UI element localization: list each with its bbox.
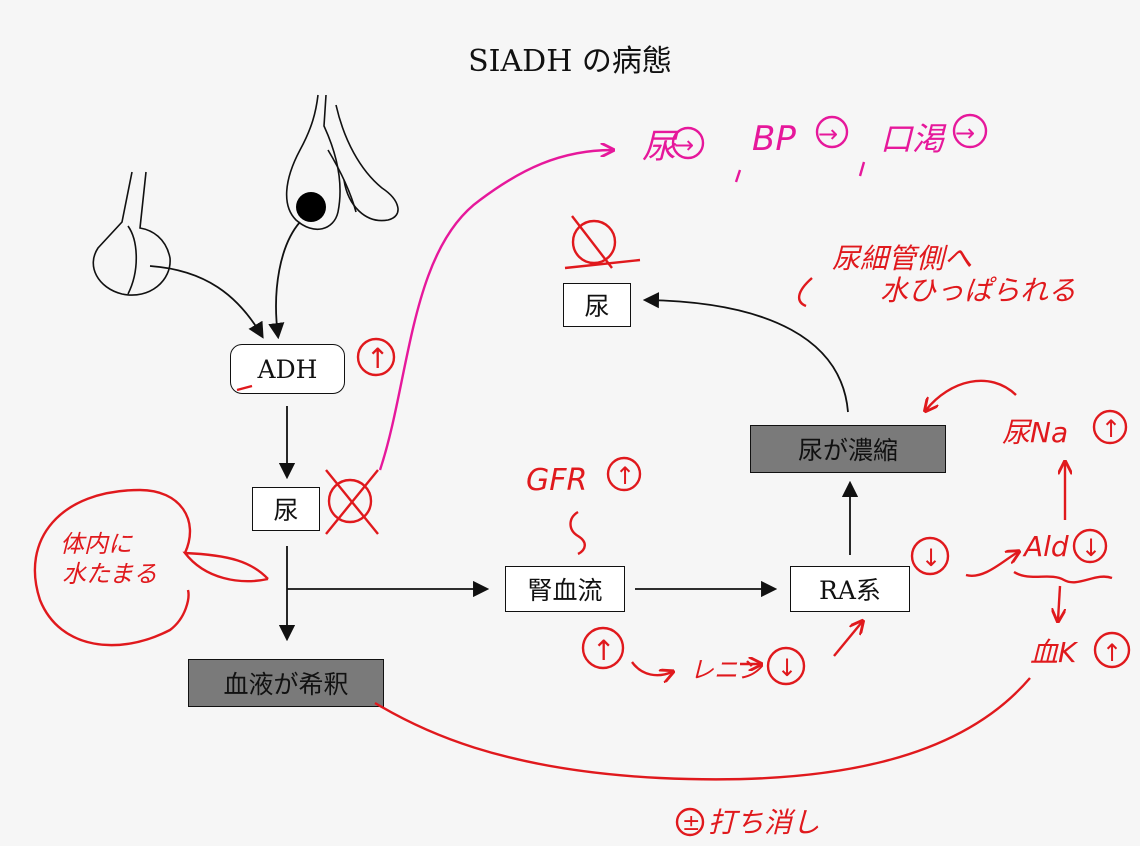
pituitary-illustration xyxy=(92,94,399,296)
node-blood-diluted: 血液が希釈 xyxy=(188,659,384,707)
urine-na-up-arrow: ↑ xyxy=(1101,415,1121,443)
urine-na-label: 尿Na xyxy=(1002,416,1068,449)
diagram-title: SIADH の病態 xyxy=(468,44,672,79)
pink-annotation xyxy=(378,113,988,471)
node-urine-top: 尿 xyxy=(563,283,631,327)
pink-urine-arrow: → xyxy=(674,131,694,159)
tubule-text-line1: 尿細管側へ xyxy=(832,242,972,275)
pink-bp-arrow: → xyxy=(818,120,838,148)
node-renal-blood-flow: 腎血流 xyxy=(505,566,625,612)
gfr-up-arrow: ↑ xyxy=(615,462,635,490)
blood-k-up-arrow: ↑ xyxy=(1102,639,1122,667)
tubule-text-line2: 水ひっぱられる xyxy=(880,274,1076,307)
renin-down-arrow: ↓ xyxy=(777,654,797,682)
adh-up-arrow: ↑ xyxy=(366,342,389,375)
ra-down-arrow: ↓ xyxy=(921,544,941,572)
node-ra-system: RA系 xyxy=(790,566,910,612)
blood-k-label: 血K xyxy=(1030,636,1079,669)
pink-thirst-text: 口渇 xyxy=(880,120,947,158)
ald-label: Ald xyxy=(1022,530,1069,563)
node-urine-concentrated: 尿が濃縮 xyxy=(750,425,946,473)
node-urine-mid: 尿 xyxy=(252,487,320,531)
bubble-text-line2: 水たまる xyxy=(62,560,157,588)
ald-down-arrow: ↓ xyxy=(1081,534,1101,562)
renin-chain-up-arrow: ↑ xyxy=(592,634,615,667)
pink-bp-text: BP xyxy=(752,119,796,159)
pink-thirst-arrow: → xyxy=(955,119,975,147)
cancel-mark: ± xyxy=(682,811,700,836)
cancel-text: 打ち消し xyxy=(708,806,820,839)
red-annotations xyxy=(33,215,1131,837)
pink-urine-text: 尿 xyxy=(642,127,679,167)
nucleus-dot xyxy=(296,192,326,222)
bubble-text-line1: 体内に xyxy=(60,530,133,558)
flow-arrows xyxy=(149,221,859,642)
gfr-label: GFR xyxy=(526,463,587,498)
renin-label: レニン xyxy=(690,656,764,684)
